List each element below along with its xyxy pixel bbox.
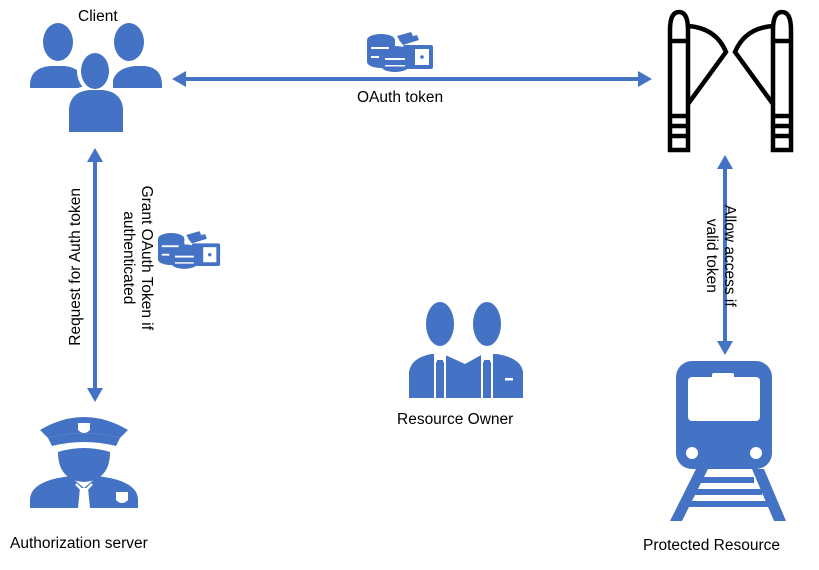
business-people-icon[interactable] (407, 300, 525, 400)
grant-token-line2: authenticated (120, 211, 137, 305)
oauth-token-label: OAuth token (357, 89, 444, 106)
users-group-icon[interactable] (15, 20, 165, 132)
protected-resource-label: Protected Resource (643, 537, 780, 554)
client-label: Client (78, 8, 118, 25)
access-arrow (717, 155, 733, 355)
request-auth-token-text: Request for Auth token (67, 188, 85, 346)
grant-token-label: Grant OAuth Token if authenticated (119, 173, 155, 343)
police-officer-icon[interactable] (28, 408, 140, 508)
money-tokens-icon (367, 32, 435, 72)
grant-token-line1: Grant OAuth Token if (137, 185, 155, 331)
oauth-token-arrow (172, 70, 652, 88)
allow-access-line1: Allow access if (720, 204, 738, 307)
train-icon[interactable] (668, 361, 786, 521)
money-tokens-icon-left (158, 230, 222, 270)
resource-owner-label: Resource Owner (397, 411, 514, 428)
request-auth-token-label: Request for Auth token (67, 182, 85, 352)
authorization-server-label: Authorization server (10, 535, 148, 552)
allow-access-label: Allow access if valid token (702, 196, 738, 316)
auth-token-arrow (87, 148, 103, 402)
turnstile-gate-icon[interactable] (662, 8, 812, 156)
allow-access-line2: valid token (703, 218, 720, 293)
